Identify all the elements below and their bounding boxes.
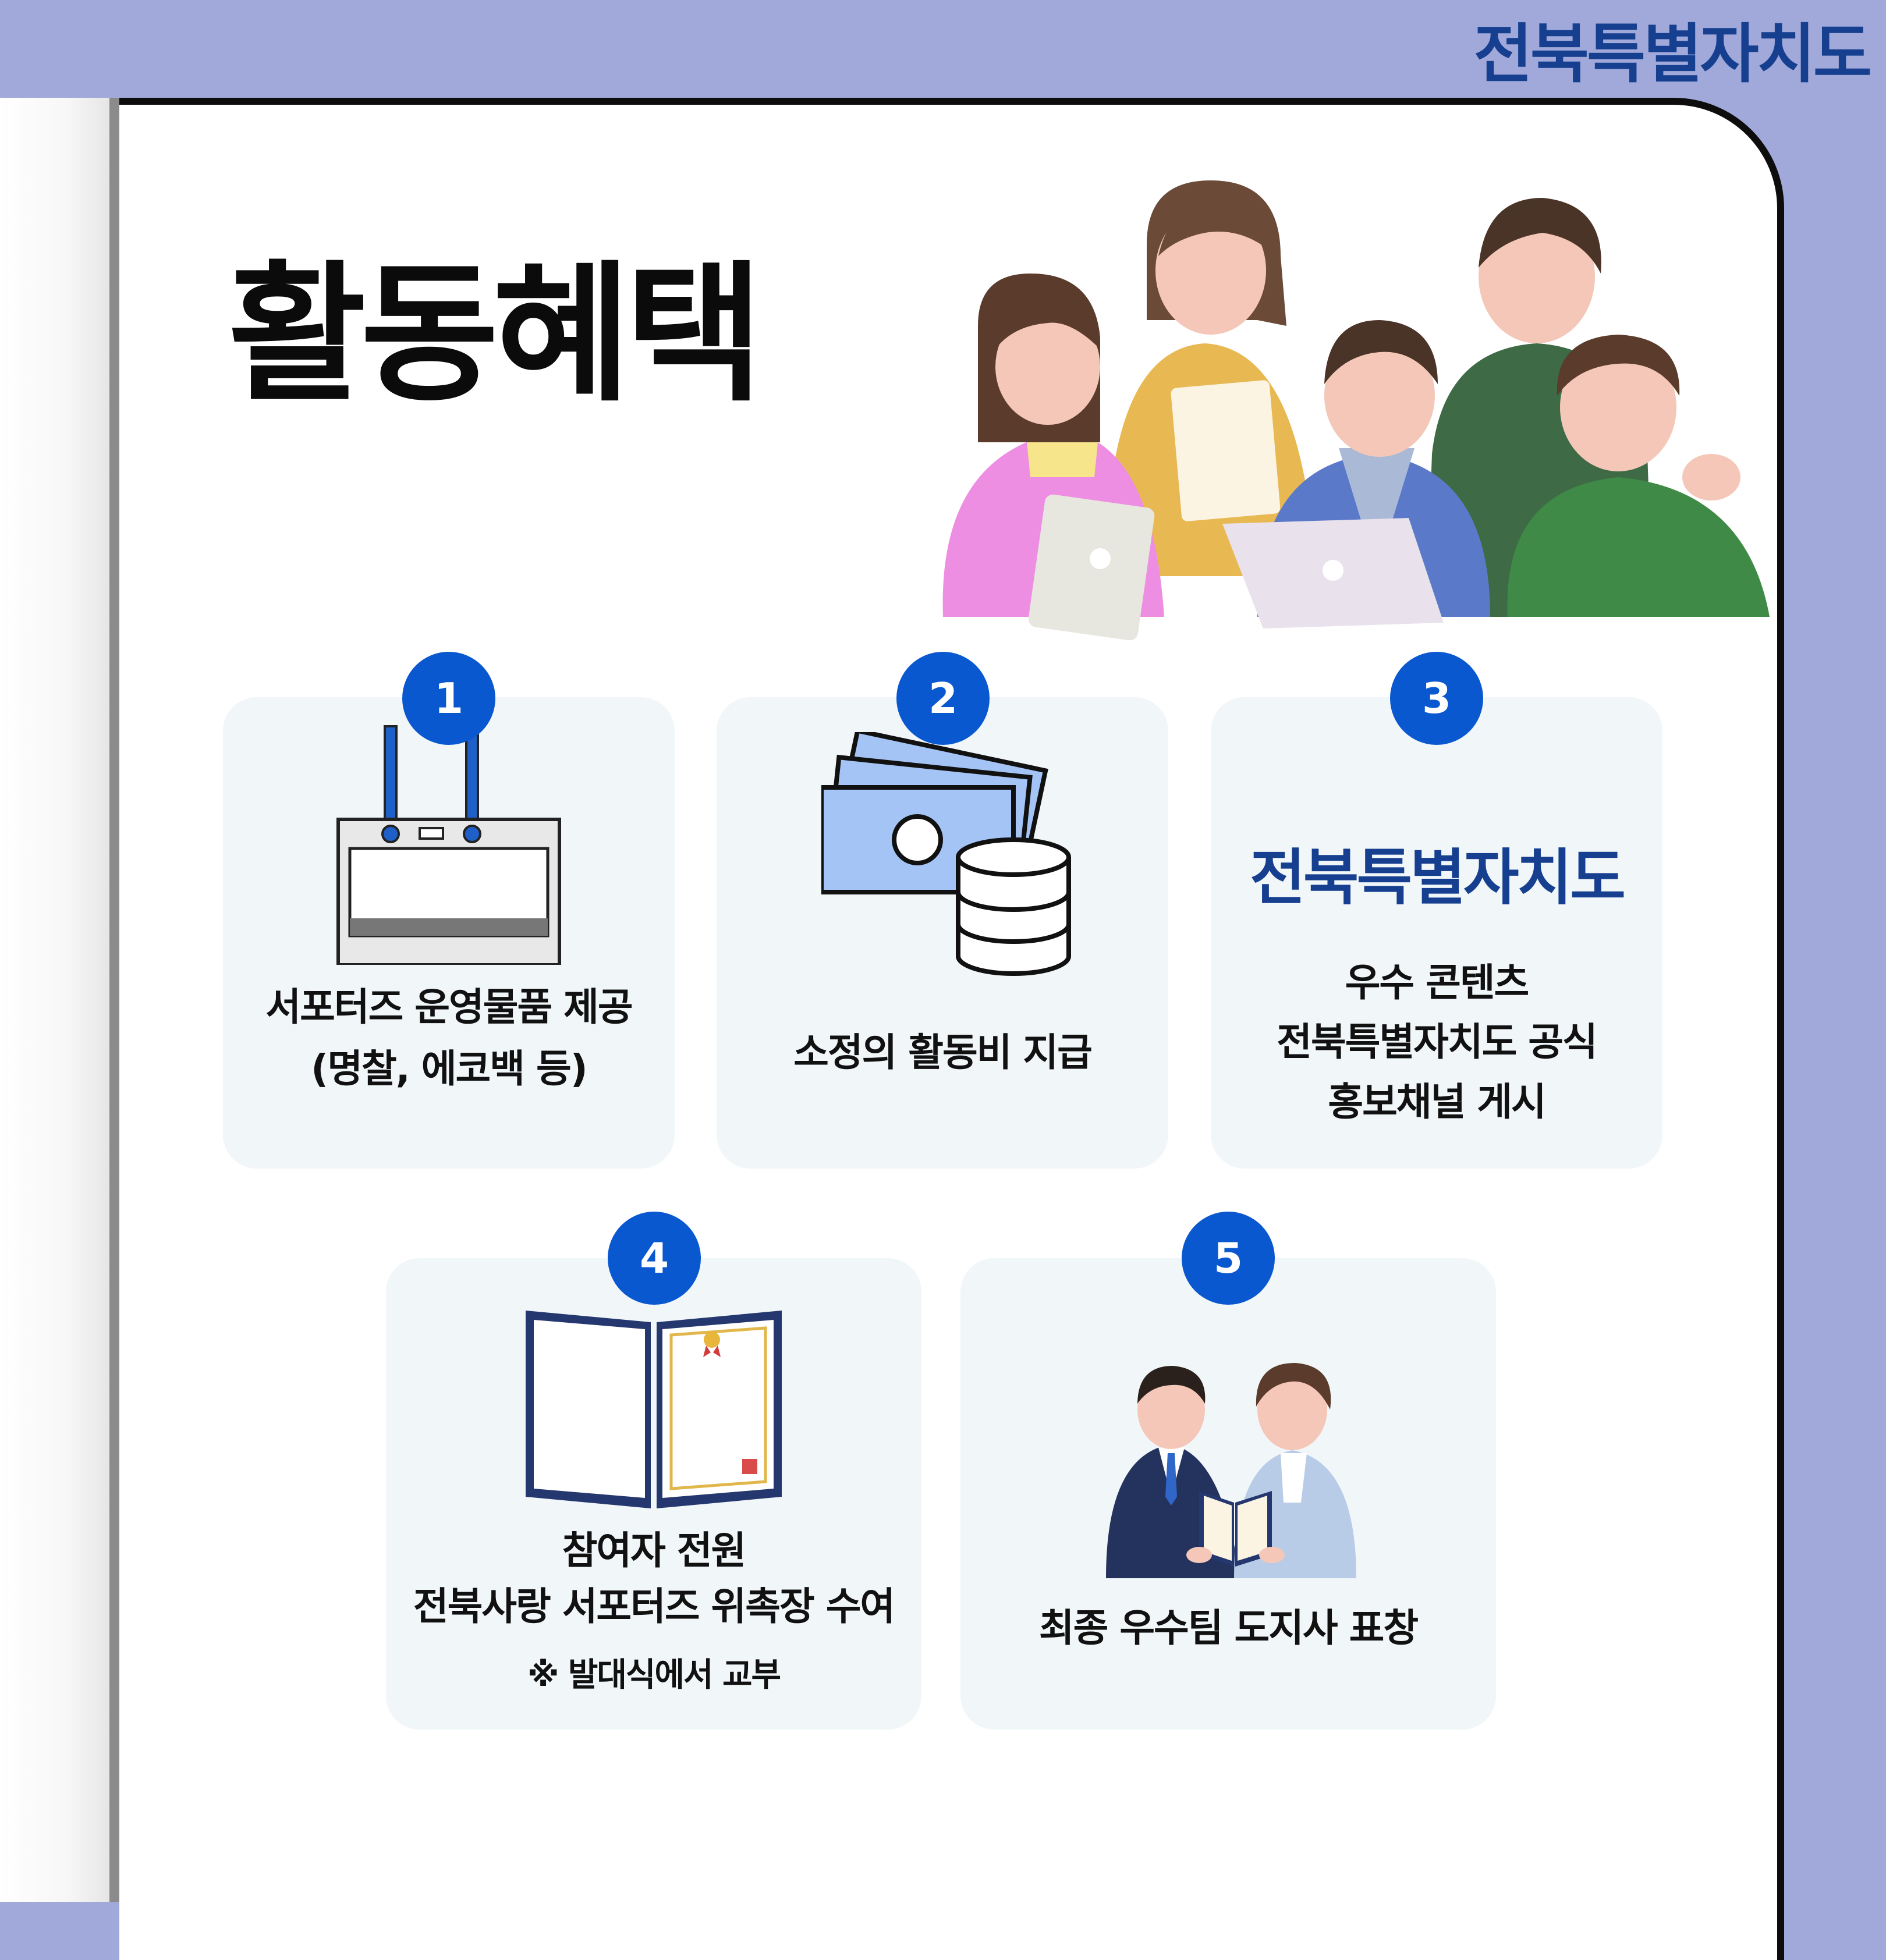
benefit-3-line-3: 홍보채널 게시 — [1328, 1079, 1546, 1124]
card-3-logo-part-b: 특별자치도 — [1356, 842, 1625, 913]
benefit-card-5: 최종 우수팀 도지사 표창 — [960, 1258, 1496, 1730]
jeonbuk-logo-icon: 전북특별자치도 — [1211, 828, 1662, 916]
benefit-card-4: 참여자 전원 전북사랑 서포터즈 위촉장 수여 ※ 발대식에서 교부 — [386, 1258, 921, 1730]
benefit-5-line-1: 최종 우수팀 도지사 표창 — [1038, 1606, 1419, 1650]
benefit-3-line-2: 전북특별자치도 공식 — [1277, 1020, 1597, 1065]
benefit-text-1: 서포터즈 운영물품 제공 (명찰, 에코백 등) — [223, 977, 675, 1099]
benefit-text-3: 우수 콘텐츠 전북특별자치도 공식 홍보채널 게시 — [1211, 953, 1662, 1132]
benefit-card-1: 서포터즈 운영물품 제공 (명찰, 에코백 등) — [223, 697, 675, 1169]
number-badge-4: 4 — [608, 1212, 701, 1305]
benefit-1-line-2: (명찰, 에코백 등) — [311, 1046, 588, 1091]
benefit-text-5: 최종 우수팀 도지사 표창 — [960, 1599, 1496, 1658]
award-handshake-icon — [1106, 1363, 1356, 1578]
benefit-4-line-1: 참여자 전원 — [562, 1528, 747, 1573]
number-badge-5: 5 — [1182, 1212, 1275, 1305]
person-blue-vest — [1222, 320, 1490, 629]
money-coins-icon — [821, 732, 1071, 976]
benefit-text-4: 참여자 전원 전북사랑 서포터즈 위촉장 수여 ※ 발대식에서 교부 — [386, 1523, 921, 1699]
benefit-4-note: ※ 발대식에서 교부 — [527, 1656, 781, 1695]
brand-logo: 전북 특별자치도 — [1473, 17, 1872, 91]
benefit-2-line-1: 소정의 활동비 지급 — [793, 1030, 1093, 1075]
group-people-illustration — [942, 180, 1770, 640]
brand-logo-part-b: 특별자치도 — [1587, 17, 1872, 91]
certificate-folder-icon — [526, 1311, 782, 1508]
benefit-card-2: 소정의 활동비 지급 — [717, 697, 1168, 1169]
benefit-text-2: 소정의 활동비 지급 — [717, 1023, 1168, 1082]
benefit-1-line-1: 서포터즈 운영물품 제공 — [265, 985, 633, 1029]
benefit-4-line-2: 전북사랑 서포터즈 위촉장 수여 — [413, 1583, 895, 1629]
person-yellow-sweater — [1106, 180, 1316, 576]
number-badge-2: 2 — [896, 652, 990, 745]
number-badge-3: 3 — [1390, 652, 1483, 745]
brand-logo-part-a: 전북 — [1473, 17, 1589, 91]
book-spine — [109, 98, 121, 1902]
card-3-logo-part-a: 전북 — [1250, 842, 1359, 913]
benefit-3-line-1: 우수 콘텐츠 — [1345, 960, 1530, 1005]
person-green-shirt — [1507, 335, 1770, 617]
person-pink-cardigan — [942, 274, 1164, 640]
number-badge-1: 1 — [402, 652, 495, 745]
name-badge-icon — [336, 725, 561, 965]
page-title: 활동혜택 — [228, 247, 763, 422]
book-edge — [0, 98, 114, 1902]
benefit-card-3: 전북특별자치도 우수 콘텐츠 전북특별자치도 공식 홍보채널 게시 — [1211, 697, 1662, 1169]
